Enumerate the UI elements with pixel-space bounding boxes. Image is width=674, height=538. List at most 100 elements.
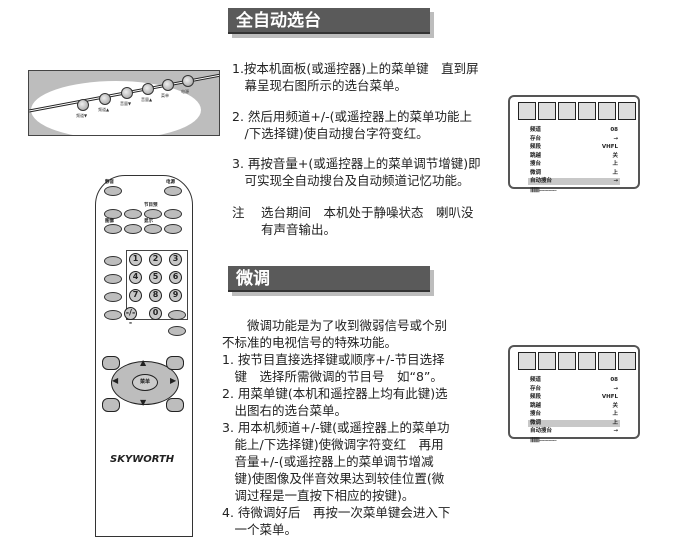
section-title-fine-tuning: 微调 [228,266,430,292]
menu-row-label: 自动搜台 [530,428,553,434]
left-button[interactable]: ◀ [112,376,119,385]
menu-row: 微调上 [528,419,620,427]
remote-label: 图像 [105,219,114,224]
menu-row: 搜台上 [528,411,620,418]
function-button[interactable] [104,292,122,302]
picture-icon [578,352,596,370]
number-button-6[interactable]: 6 [169,271,182,284]
panel-button[interactable] [162,79,174,91]
text-line: /下选择键)使自动搜台字符变红。 [232,126,429,141]
antenna-icon [598,352,616,370]
dash-button[interactable]: -/-- [124,307,137,327]
remote-label: 电源 [166,180,175,185]
text-line: 不标准的电视信号的特殊功能。 [222,335,398,350]
menu-row-label: 频段 [530,394,542,400]
text-line: 4. 待微调好后 再按一次菜单键会进入下 [222,505,451,520]
antenna-icon [598,102,616,120]
power-button[interactable] [164,186,182,196]
function-button[interactable] [144,209,162,219]
panel-button[interactable] [142,83,154,95]
panel-button[interactable] [77,99,89,111]
function-button[interactable] [124,224,142,234]
clock-icon [558,102,576,120]
menu-row: 存台→ [528,386,620,393]
menu-row-value: → [613,135,618,142]
menu-row-value: 关 [612,152,618,159]
corner-button[interactable] [166,356,184,370]
number-button-4[interactable]: 4 [129,271,142,284]
text-line: 能上/下选择键)使微调字符变红 再用 [222,437,444,452]
function-button[interactable] [144,224,162,234]
down-button[interactable]: ▼ [140,398,147,407]
panel-button-label: 菜单 [161,93,169,98]
remote-label: 节目预 [144,203,158,208]
panel-button[interactable] [99,93,111,105]
menu-button[interactable]: 菜单 [132,374,158,391]
panel-button[interactable] [121,87,133,99]
menu-row-value: VHFL [601,394,618,400]
panel-button-label: 频道▼ [76,113,88,118]
clock-icon [558,352,576,370]
function-button[interactable] [104,256,122,266]
number-button-3[interactable]: 3 [169,253,182,266]
menu-row-label: 频道 [530,377,542,383]
menu-row: 搜台 上 [528,161,620,168]
text-line: 1.按本机面板(或遥控器)上的菜单键 直到屏 [232,61,479,76]
text-line: 出图右的选台菜单。 [222,403,348,418]
number-button-0[interactable]: 0 [149,307,162,320]
number-button-2[interactable]: 2 [149,253,162,266]
sound-icon [538,102,556,120]
function-button[interactable] [104,310,122,320]
lock-icon [618,102,636,120]
text-line: 3. 再按音量+(或遥控器上的菜单调节增键)即 [232,156,481,171]
function-button[interactable] [164,209,182,219]
function-button[interactable] [164,224,182,234]
panel-button[interactable] [182,75,194,87]
text-line: 键)使图像及伴音效果达到较佳位置(微 [222,471,445,486]
function-button[interactable] [104,224,122,234]
menu-row-value: → [613,385,618,392]
menu-row-label: 跳越 [530,152,542,159]
menu-row-label: 搜台 [530,161,542,167]
number-button-7[interactable]: 7 [129,289,142,302]
menu-row-label: 自动搜台 [530,178,553,184]
lock-icon [618,352,636,370]
number-button-8[interactable]: 8 [149,289,162,302]
number-button-1[interactable]: 1 [129,253,142,266]
menu-row-label: 微调 [530,169,542,176]
function-button[interactable] [124,209,142,219]
menu-row-value: 08 [610,377,618,383]
function-button[interactable] [104,209,122,219]
text-line: 1. 按节目直接选择键或顺序+/-节目选择 [222,352,445,367]
function-button[interactable] [104,274,122,284]
menu-icons [518,352,636,370]
menu-row: 频段 VHFL [528,394,620,401]
menu-row-label: 跳越 [530,402,542,409]
menu-row-value: → [613,428,618,434]
brand-logo: SKYWORTH [110,454,175,465]
corner-button[interactable] [102,356,120,370]
text-line: 可实现全自动搜台及自动频道记忆功能。 [232,173,470,188]
text-line: 注 选台期间 本机处于静噪状态 喇叭没 [232,205,474,220]
menu-row-value: 上 [612,411,618,417]
mute-button[interactable] [104,186,122,196]
corner-button[interactable] [102,398,120,412]
menu-row-label: 频道 [530,127,542,133]
text-line: 有声音输出。 [232,222,336,237]
up-button[interactable]: ▲ [140,358,147,367]
menu-row: 微调上 [528,170,620,177]
menu-row: 自动搜台 → [528,428,620,435]
number-button-9[interactable]: 9 [169,289,182,302]
function-button[interactable] [168,310,186,320]
corner-button[interactable] [166,398,184,412]
text-line: 一个菜单。 [222,522,298,537]
panel-button-label: 频道▲ [98,107,110,112]
number-button-5[interactable]: 5 [149,271,162,284]
function-button[interactable] [168,326,186,336]
menu-row: 频道 08 [528,377,620,384]
menu-row-value: 上 [612,161,618,167]
right-button[interactable]: ▶ [170,376,177,385]
tv-front-panel: 频道▼频道▲音量▼音量▲菜单电源 [28,70,220,136]
menu-icons [518,102,636,120]
